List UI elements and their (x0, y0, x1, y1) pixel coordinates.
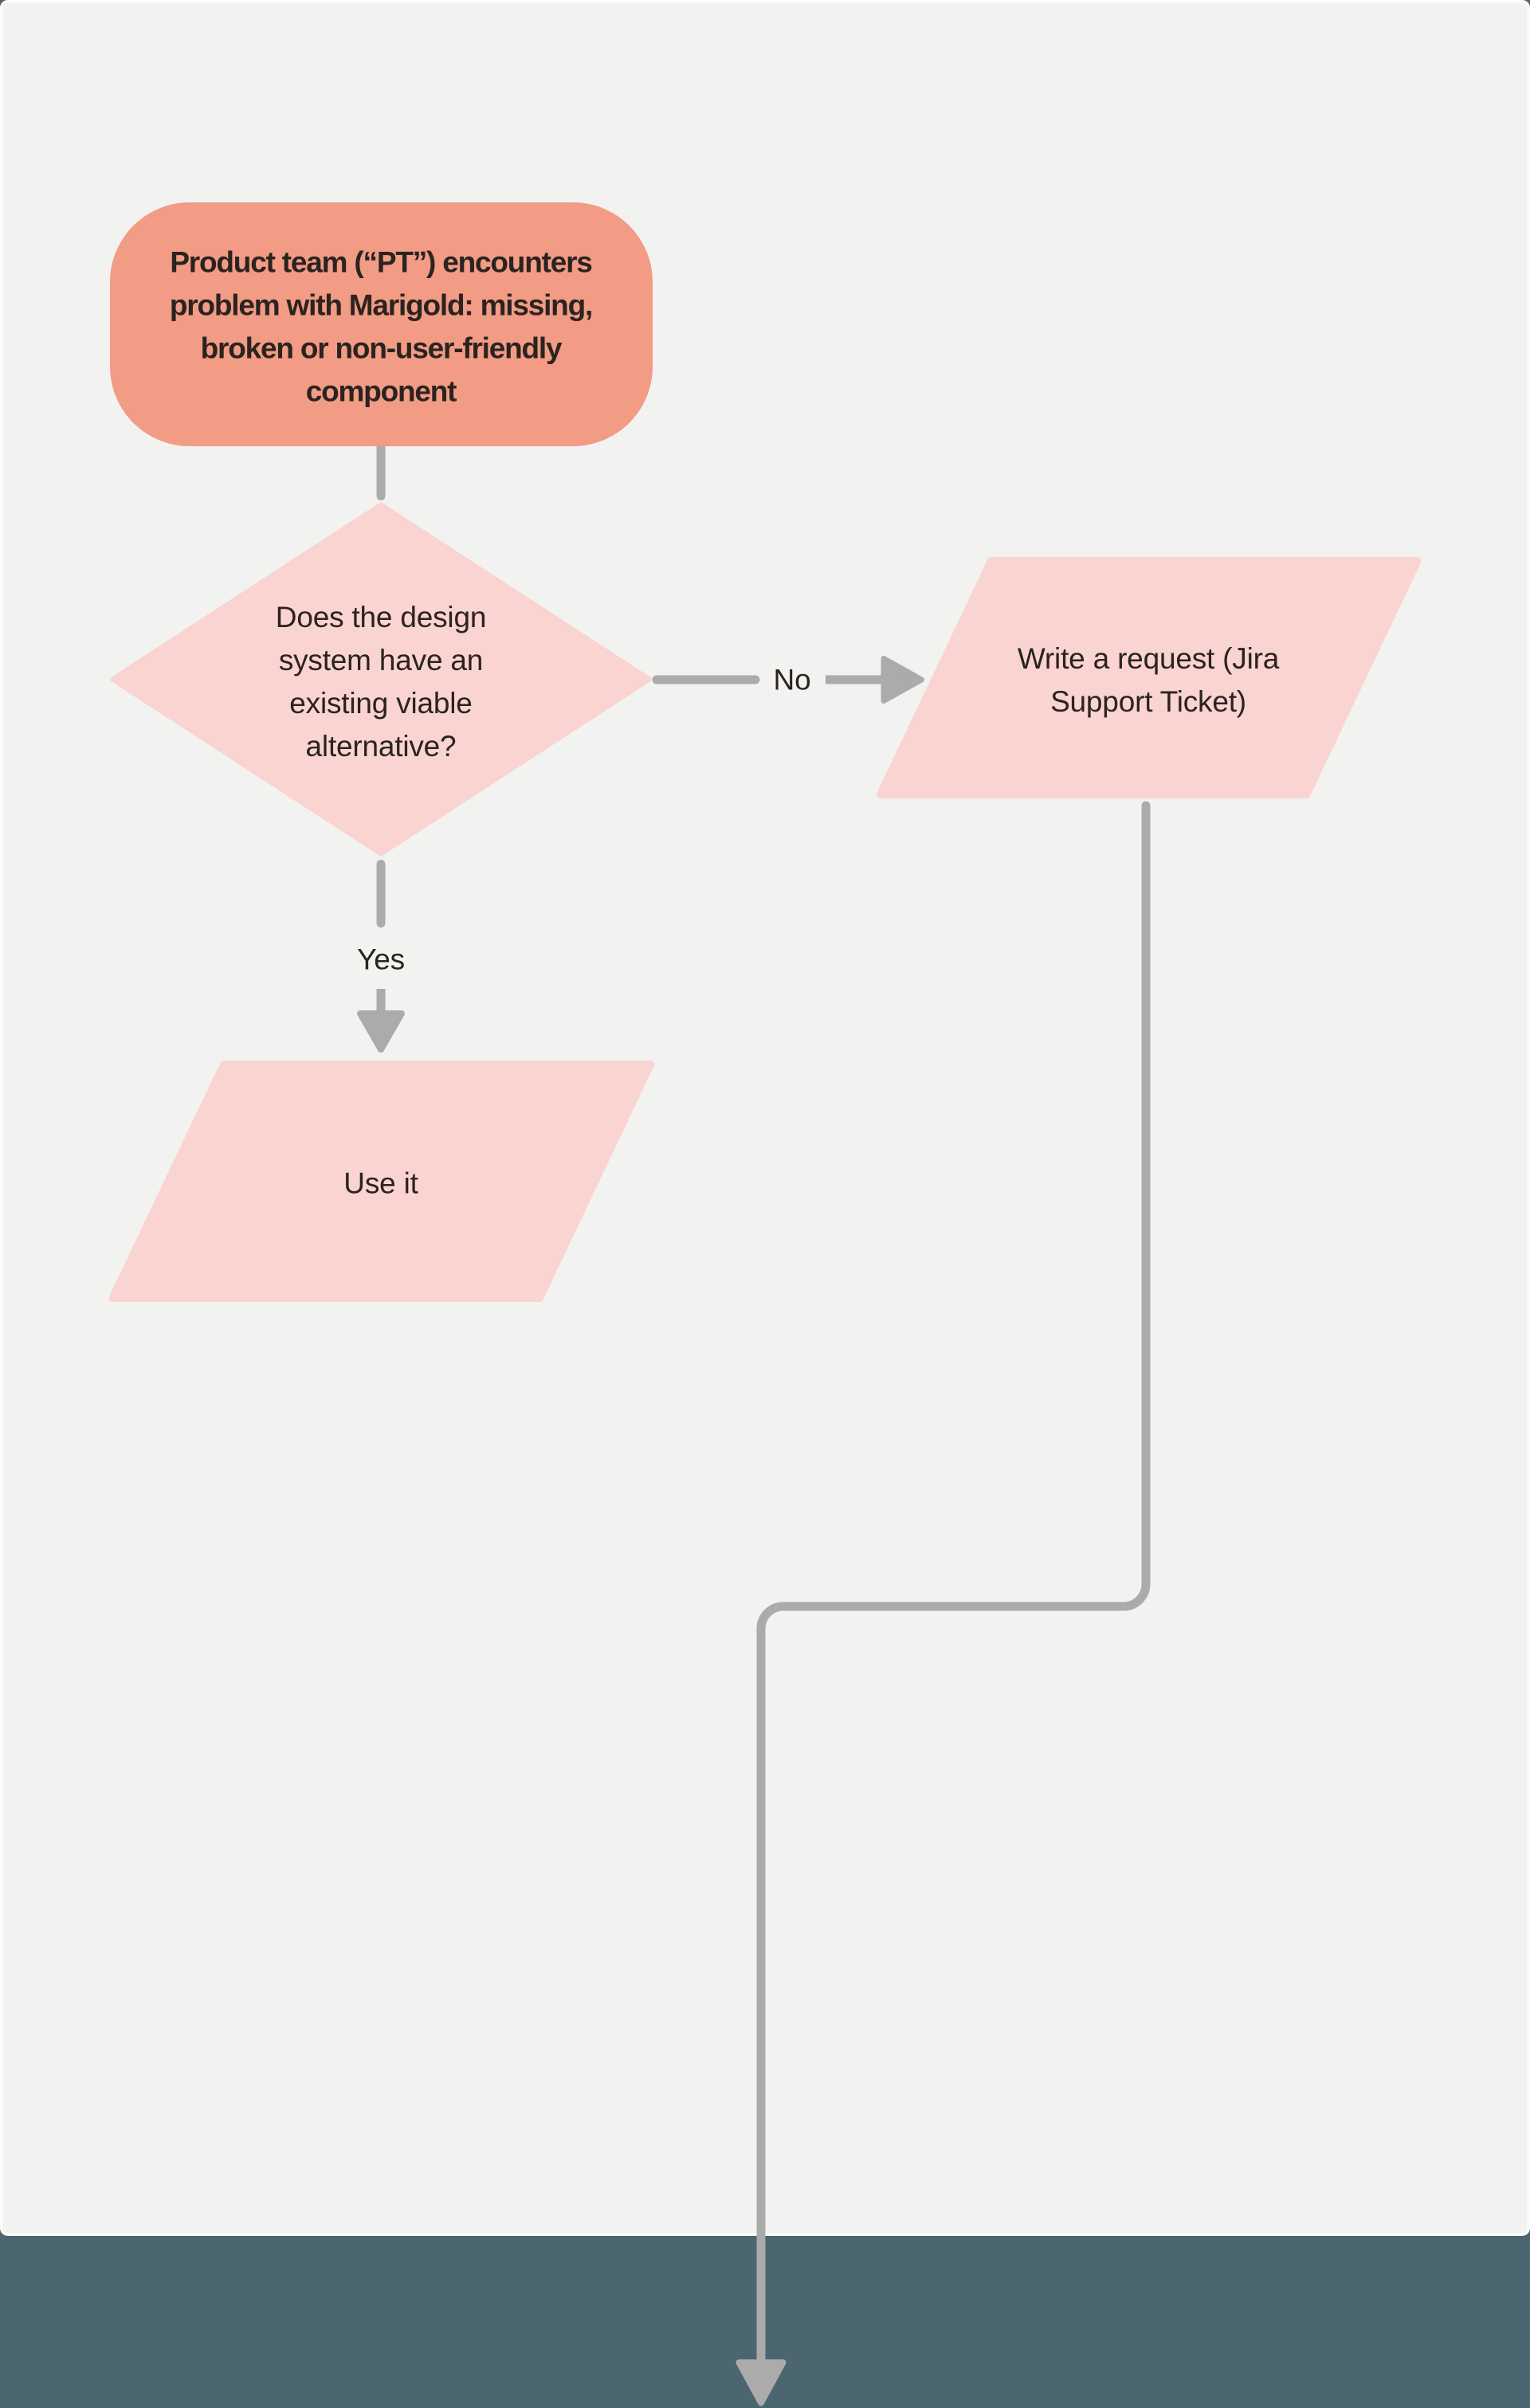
svg-text:Write a request (Jira: Write a request (Jira (1018, 642, 1280, 675)
svg-text:component: component (306, 375, 457, 408)
svg-text:existing viable: existing viable (289, 687, 472, 720)
svg-text:Support Ticket): Support Ticket) (1050, 685, 1246, 718)
svg-text:system have an: system have an (279, 644, 483, 677)
svg-text:broken or non-user-friendly: broken or non-user-friendly (201, 332, 563, 365)
svg-text:Use it: Use it (343, 1167, 418, 1200)
svg-text:problem with Marigold: missing: problem with Marigold: missing, (170, 289, 592, 322)
svg-text:Does the design: Does the design (276, 601, 486, 633)
svg-text:No: No (774, 664, 811, 696)
svg-text:Product team (“PT”) encounters: Product team (“PT”) encounters (170, 246, 592, 279)
svg-text:alternative?: alternative? (306, 730, 457, 763)
svg-text:Yes: Yes (357, 943, 405, 976)
